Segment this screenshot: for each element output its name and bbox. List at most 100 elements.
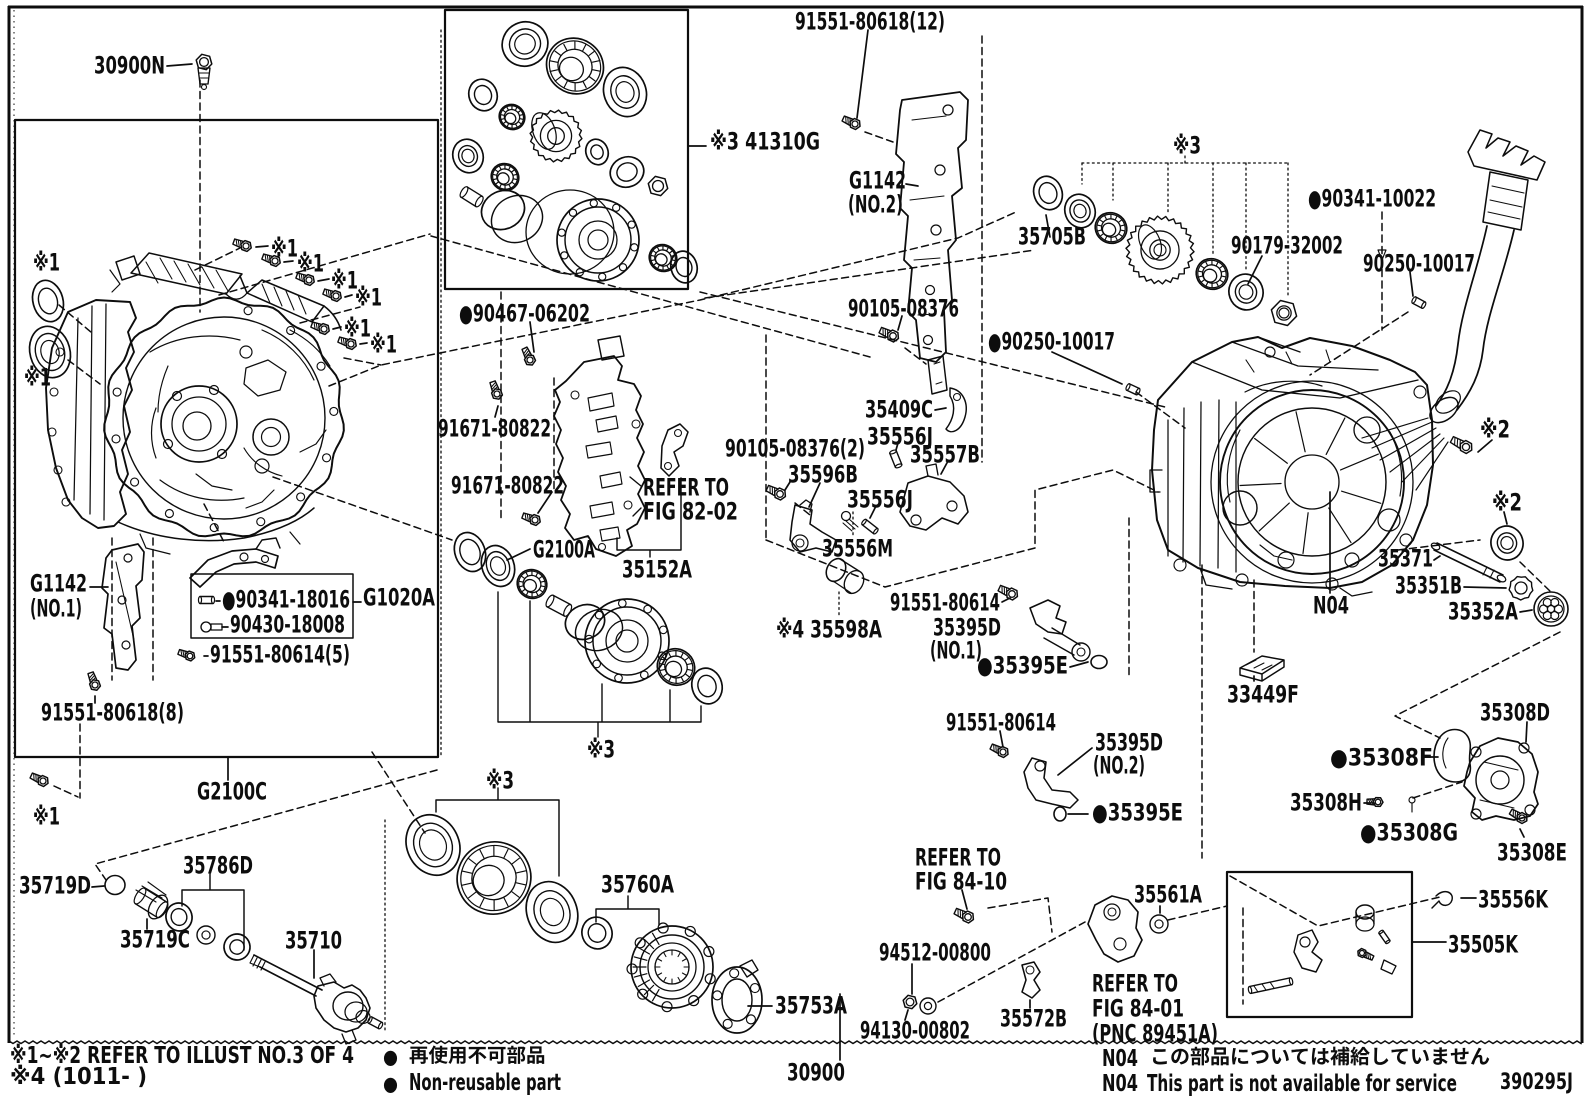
svg-text:●35308G: ●35308G: [1360, 819, 1458, 847]
svg-text:※1: ※1: [271, 235, 298, 263]
svg-text:●35308F: ●35308F: [1330, 744, 1433, 772]
lbl-35753a: 35753A: [775, 992, 847, 1020]
svg-text:This part is not available for: This part is not available for service: [1147, 1071, 1457, 1097]
svg-text:REFER TO: REFER TO: [643, 474, 729, 502]
svg-text:90179-32002: 90179-32002: [1231, 232, 1343, 260]
lbl-x1-f: ※1: [370, 331, 397, 359]
lbl-35561a: 35561A: [1134, 881, 1202, 909]
lbl-refer-8401-1: REFER TO: [1092, 970, 1178, 998]
svg-text:91551-80614: 91551-80614: [946, 709, 1056, 737]
lbl-90341-18016: ●90341-18016: [222, 586, 350, 614]
svg-text:35152A: 35152A: [622, 556, 692, 584]
lbl-x1-e: ※1: [344, 315, 371, 343]
lbl-35395e-a: ●35395E: [977, 652, 1068, 680]
lbl-35556k: 35556K: [1478, 886, 1549, 914]
svg-text:●35395E: ●35395E: [977, 652, 1068, 680]
lbl-g1142-no2: G1142: [849, 167, 906, 195]
lbl-g2100a: G2100A: [533, 536, 595, 564]
lbl-g1020a: G1020A: [363, 584, 435, 612]
lbl-35760a: 35760A: [601, 871, 674, 899]
svg-text:●90341-10022: ●90341-10022: [1308, 185, 1436, 213]
svg-text:35786D: 35786D: [183, 852, 253, 880]
svg-text:35556M: 35556M: [822, 535, 893, 563]
shift-lever-35395d-no1: [997, 584, 1108, 670]
svg-text:G1142: G1142: [30, 570, 87, 598]
lbl-x3-a: ※3: [1173, 132, 1201, 160]
footnote-illust: ※1~※2 REFER TO ILLUST NO.3 OF 4: [10, 1043, 354, 1069]
lbl-35409c: 35409C: [865, 396, 933, 424]
lbl-35308d: 35308D: [1480, 699, 1550, 727]
lbl-90105-08376-2: 90105-08376(2): [725, 435, 865, 463]
shift-rod-35371-and-gears: [1430, 435, 1569, 627]
svg-text:※4 (1011- ): ※4 (1011- ): [10, 1064, 147, 1090]
svg-text:91551-80614(5): 91551-80614(5): [210, 641, 350, 669]
svg-text:※1: ※1: [331, 267, 358, 295]
lbl-g1142-no1-sub: (NO.1): [30, 595, 82, 623]
lbl-g1142-no2-sub: (NO.2): [848, 191, 903, 219]
n04-jp: [1153, 1046, 1490, 1066]
lbl-41310g: ※3 41310G: [710, 128, 820, 156]
lbl-33449f: 33449F: [1227, 681, 1299, 709]
counter-driven-gear-train-35705b: [1032, 175, 1298, 327]
lbl-91551-80614-5: 91551-80614(5): [210, 641, 350, 669]
lbl-refer-8401-2: FIG 84-01: [1092, 995, 1184, 1023]
lbl-x1-d: ※1: [355, 284, 382, 312]
lbl-refer-8410-2: FIG 84-10: [915, 868, 1007, 896]
lbl-90467-06202: ●90467-06202: [459, 300, 590, 328]
svg-text:35556J: 35556J: [847, 486, 913, 514]
svg-text:Non-reusable part: Non-reusable part: [409, 1070, 561, 1096]
svg-text:FIG 82-02: FIG 82-02: [643, 498, 738, 526]
svg-text:33449F: 33449F: [1227, 681, 1299, 709]
svg-text:N04: N04: [1102, 1071, 1138, 1097]
lbl-35352a: 35352A: [1448, 598, 1518, 626]
spacer-35598a: [825, 557, 865, 595]
lbl-35596b: 35596B: [788, 461, 858, 489]
svg-text:35596B: 35596B: [788, 461, 858, 489]
svg-text:※1: ※1: [33, 249, 60, 277]
lbl-35395d-no1: 35395D: [933, 614, 1001, 642]
lbl-94512-00800: 94512-00800: [879, 939, 991, 967]
legend-bullet-en: ●: [383, 1072, 398, 1096]
lbl-n04: N04: [1313, 592, 1349, 620]
svg-text:N04: N04: [1313, 592, 1349, 620]
lbl-90250-10017-l: ●90250-10017: [988, 328, 1115, 356]
svg-text:90105-08376(2): 90105-08376(2): [725, 435, 865, 463]
svg-text:30900: 30900: [787, 1059, 845, 1087]
svg-text:35308D: 35308D: [1480, 699, 1550, 727]
svg-text:※3: ※3: [1173, 132, 1201, 160]
svg-text:90105-08376: 90105-08376: [848, 295, 959, 323]
svg-text:35719C: 35719C: [120, 926, 190, 954]
svg-text:(NO.2): (NO.2): [848, 191, 903, 219]
bolts-x1: [232, 238, 357, 351]
svg-text:(NO.1): (NO.1): [30, 595, 82, 623]
lbl-90105-08376: 90105-08376: [848, 295, 959, 323]
sheet-code: 390295J: [1500, 1070, 1573, 1095]
svg-text:35352A: 35352A: [1448, 598, 1518, 626]
svg-text:REFER TO: REFER TO: [1092, 970, 1178, 998]
svg-text:●: ●: [383, 1045, 398, 1069]
leader-lines: [89, 29, 1533, 1061]
lbl-90250-10017-r: 90250-10017: [1363, 250, 1475, 278]
lbl-35395d-no2: 35395D: [1095, 729, 1163, 757]
lbl-refer-8202-1: REFER TO: [643, 474, 729, 502]
legend-jp: [409, 1045, 545, 1065]
dashed-reference-lines: [29, 29, 1561, 1032]
svg-text:REFER TO: REFER TO: [915, 844, 1001, 872]
svg-text:(NO.2): (NO.2): [1093, 752, 1145, 780]
valve-body-35152a: [453, 335, 689, 600]
svg-text:FIG 84-01: FIG 84-01: [1092, 995, 1184, 1023]
footnote-eff: ※4 (1011- ): [10, 1064, 147, 1090]
svg-text:●90467-06202: ●90467-06202: [459, 300, 590, 328]
manual-valve-lever-kit-35505k: [1247, 890, 1453, 995]
differential-assembly: [545, 594, 724, 705]
svg-text:●35395E: ●35395E: [1092, 799, 1183, 827]
lbl-35371: 35371: [1378, 545, 1433, 573]
svg-text:35395D: 35395D: [1095, 729, 1163, 757]
parking-gear-hub-35760a: [626, 922, 716, 1013]
lbl-35308g: ●35308G: [1360, 819, 1458, 847]
svg-text:35561A: 35561A: [1134, 881, 1202, 909]
lbl-90430-18008: 90430-18008: [230, 611, 345, 639]
n04-code-en: N04: [1102, 1071, 1138, 1097]
svg-text:91671-80822: 91671-80822: [451, 472, 564, 500]
svg-text:35556K: 35556K: [1478, 886, 1549, 914]
